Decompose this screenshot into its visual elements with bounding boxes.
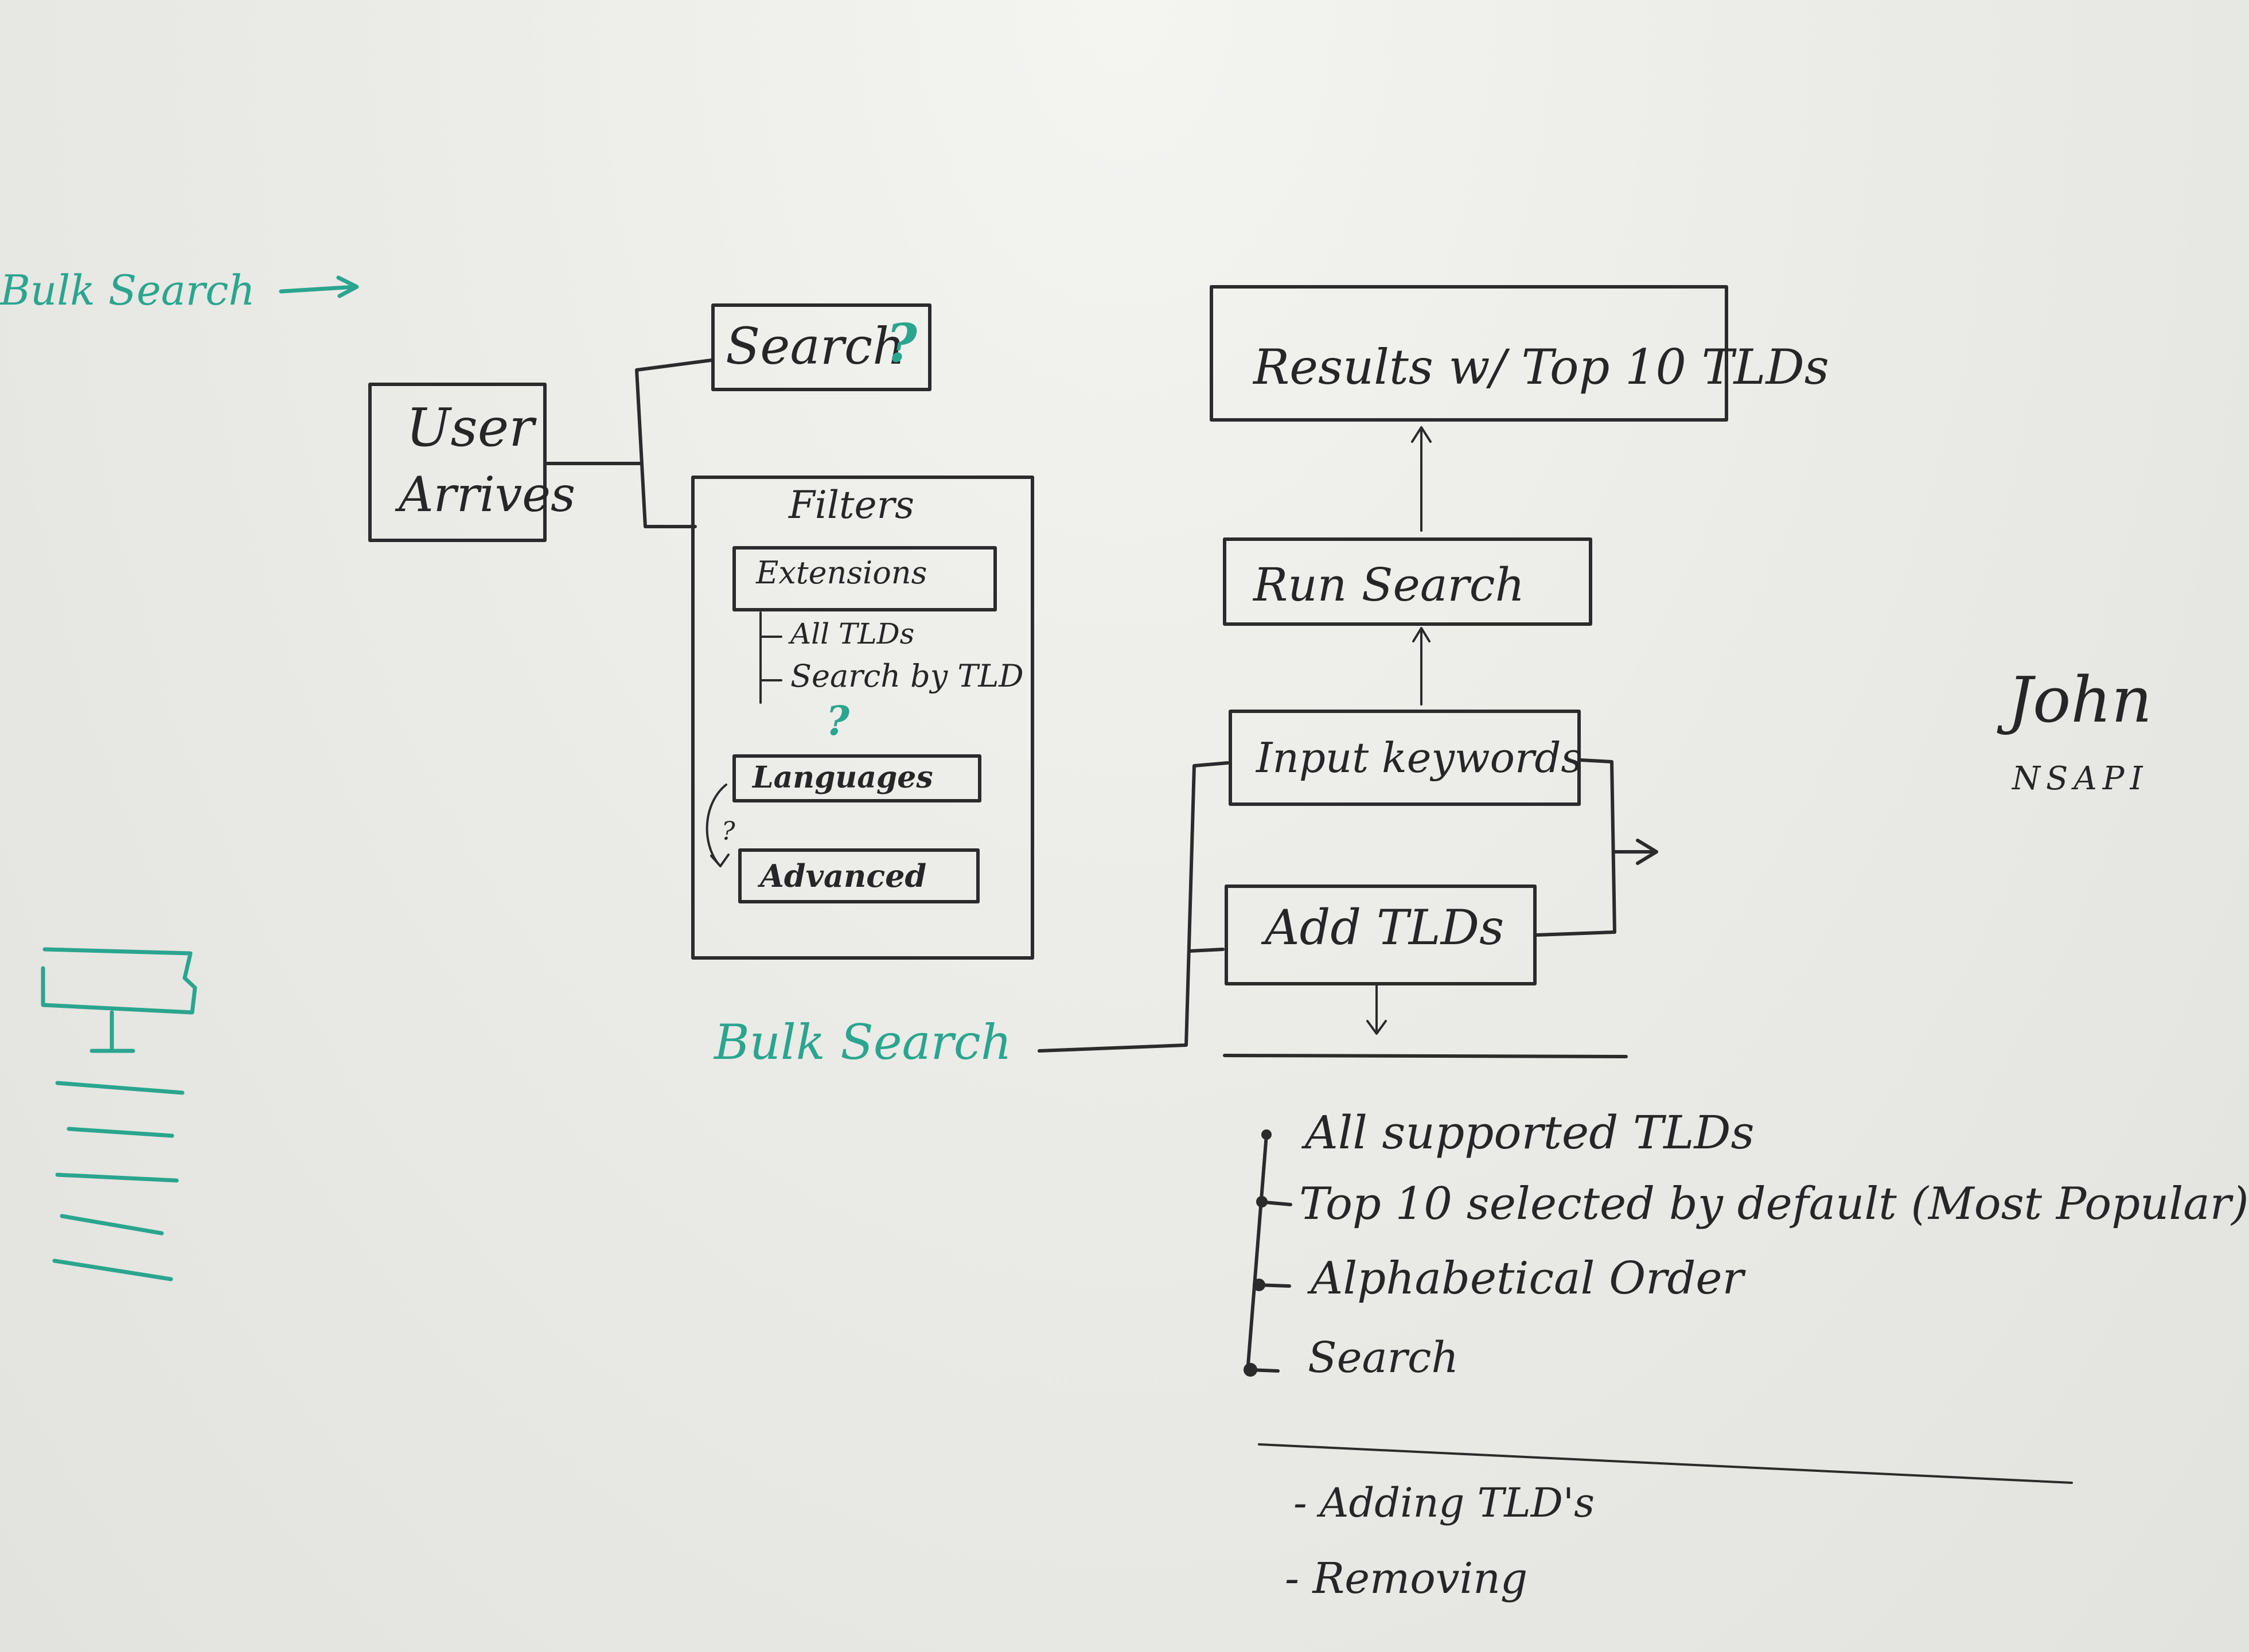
- add-tlds-label: Add TLDs: [1265, 899, 1504, 956]
- left-arrow: [279, 275, 359, 298]
- whiteboard: [41, 275, 2073, 1484]
- filters-box: [691, 476, 1034, 960]
- note-removing: - Removing: [1285, 1554, 1528, 1603]
- search-box: [711, 303, 931, 391]
- search-label: Search: [726, 317, 905, 376]
- run-search-label: Run Search: [1253, 558, 1525, 611]
- input-keywords-label: Input keywords: [1256, 734, 1583, 782]
- user-arrives-line1: User: [406, 397, 535, 458]
- extensions-box: [732, 546, 997, 611]
- filters-question-mark: ?: [826, 697, 850, 745]
- notes-separator: [1258, 1443, 2073, 1484]
- run-search-box: [1223, 537, 1592, 626]
- extensions-label: Extensions: [756, 555, 927, 591]
- left-bulk-search-label: Bulk Search: [0, 266, 255, 314]
- search-question-mark: ?: [886, 312, 917, 374]
- sketch-list-line: [55, 1081, 185, 1095]
- sketch-list-line: [55, 1172, 179, 1183]
- user-arrives-line2: Arrives: [399, 466, 576, 523]
- add-tlds-down-arrow: [1366, 984, 1387, 1035]
- user-connector: [544, 359, 713, 528]
- note-adding-tlds: - Adding TLD's: [1293, 1479, 1595, 1526]
- option-bullet: [1253, 1279, 1265, 1291]
- add-tlds-box: [1225, 885, 1537, 985]
- sketch-sign: [41, 947, 197, 1053]
- advanced-label: Advanced: [760, 858, 927, 894]
- run-to-results-arrow: [1411, 426, 1432, 532]
- advanced-box: [738, 848, 980, 903]
- option-bullet: [1261, 1129, 1272, 1140]
- sketch-list-line: [52, 1259, 173, 1281]
- results-box: [1210, 285, 1728, 422]
- sketch-list-line: [67, 1127, 174, 1138]
- results-label: Results w/ Top 10 TLDs: [1253, 339, 1829, 395]
- input-to-run-arrow: [1412, 627, 1431, 706]
- merge-arrow: [1535, 758, 1658, 937]
- signature-team: NSAPI: [2012, 760, 2149, 797]
- filters-title: Filters: [789, 483, 915, 527]
- options-separator: [1223, 1054, 1628, 1058]
- option-search: Search: [1308, 1333, 1459, 1382]
- option-top-10: Top 10 selected by default (Most Popular…: [1299, 1178, 2249, 1230]
- bulk-bracket: [1038, 761, 1229, 1053]
- option-bullet: [1256, 1196, 1268, 1207]
- sketch-list-line: [60, 1214, 164, 1236]
- option-alphabetical: Alphabetical Order: [1311, 1253, 1744, 1304]
- search-by-tld-label: Search by TLD: [790, 658, 1024, 694]
- input-keywords-box: [1229, 710, 1581, 806]
- signature-name: John: [2008, 663, 2153, 737]
- languages-to-advanced-arrow: [706, 784, 730, 867]
- languages-box: [732, 754, 981, 802]
- bulk-search-label: Bulk Search: [714, 1014, 1012, 1070]
- options-connector: [1246, 1133, 1292, 1374]
- languages-label: Languages: [753, 760, 933, 795]
- advanced-question-mark: ?: [722, 817, 735, 846]
- option-bullet: [1244, 1363, 1257, 1377]
- all-tlds-label: All TLDs: [790, 617, 915, 650]
- extensions-tree: [759, 611, 782, 704]
- option-all-supported: All supported TLDs: [1305, 1106, 1755, 1159]
